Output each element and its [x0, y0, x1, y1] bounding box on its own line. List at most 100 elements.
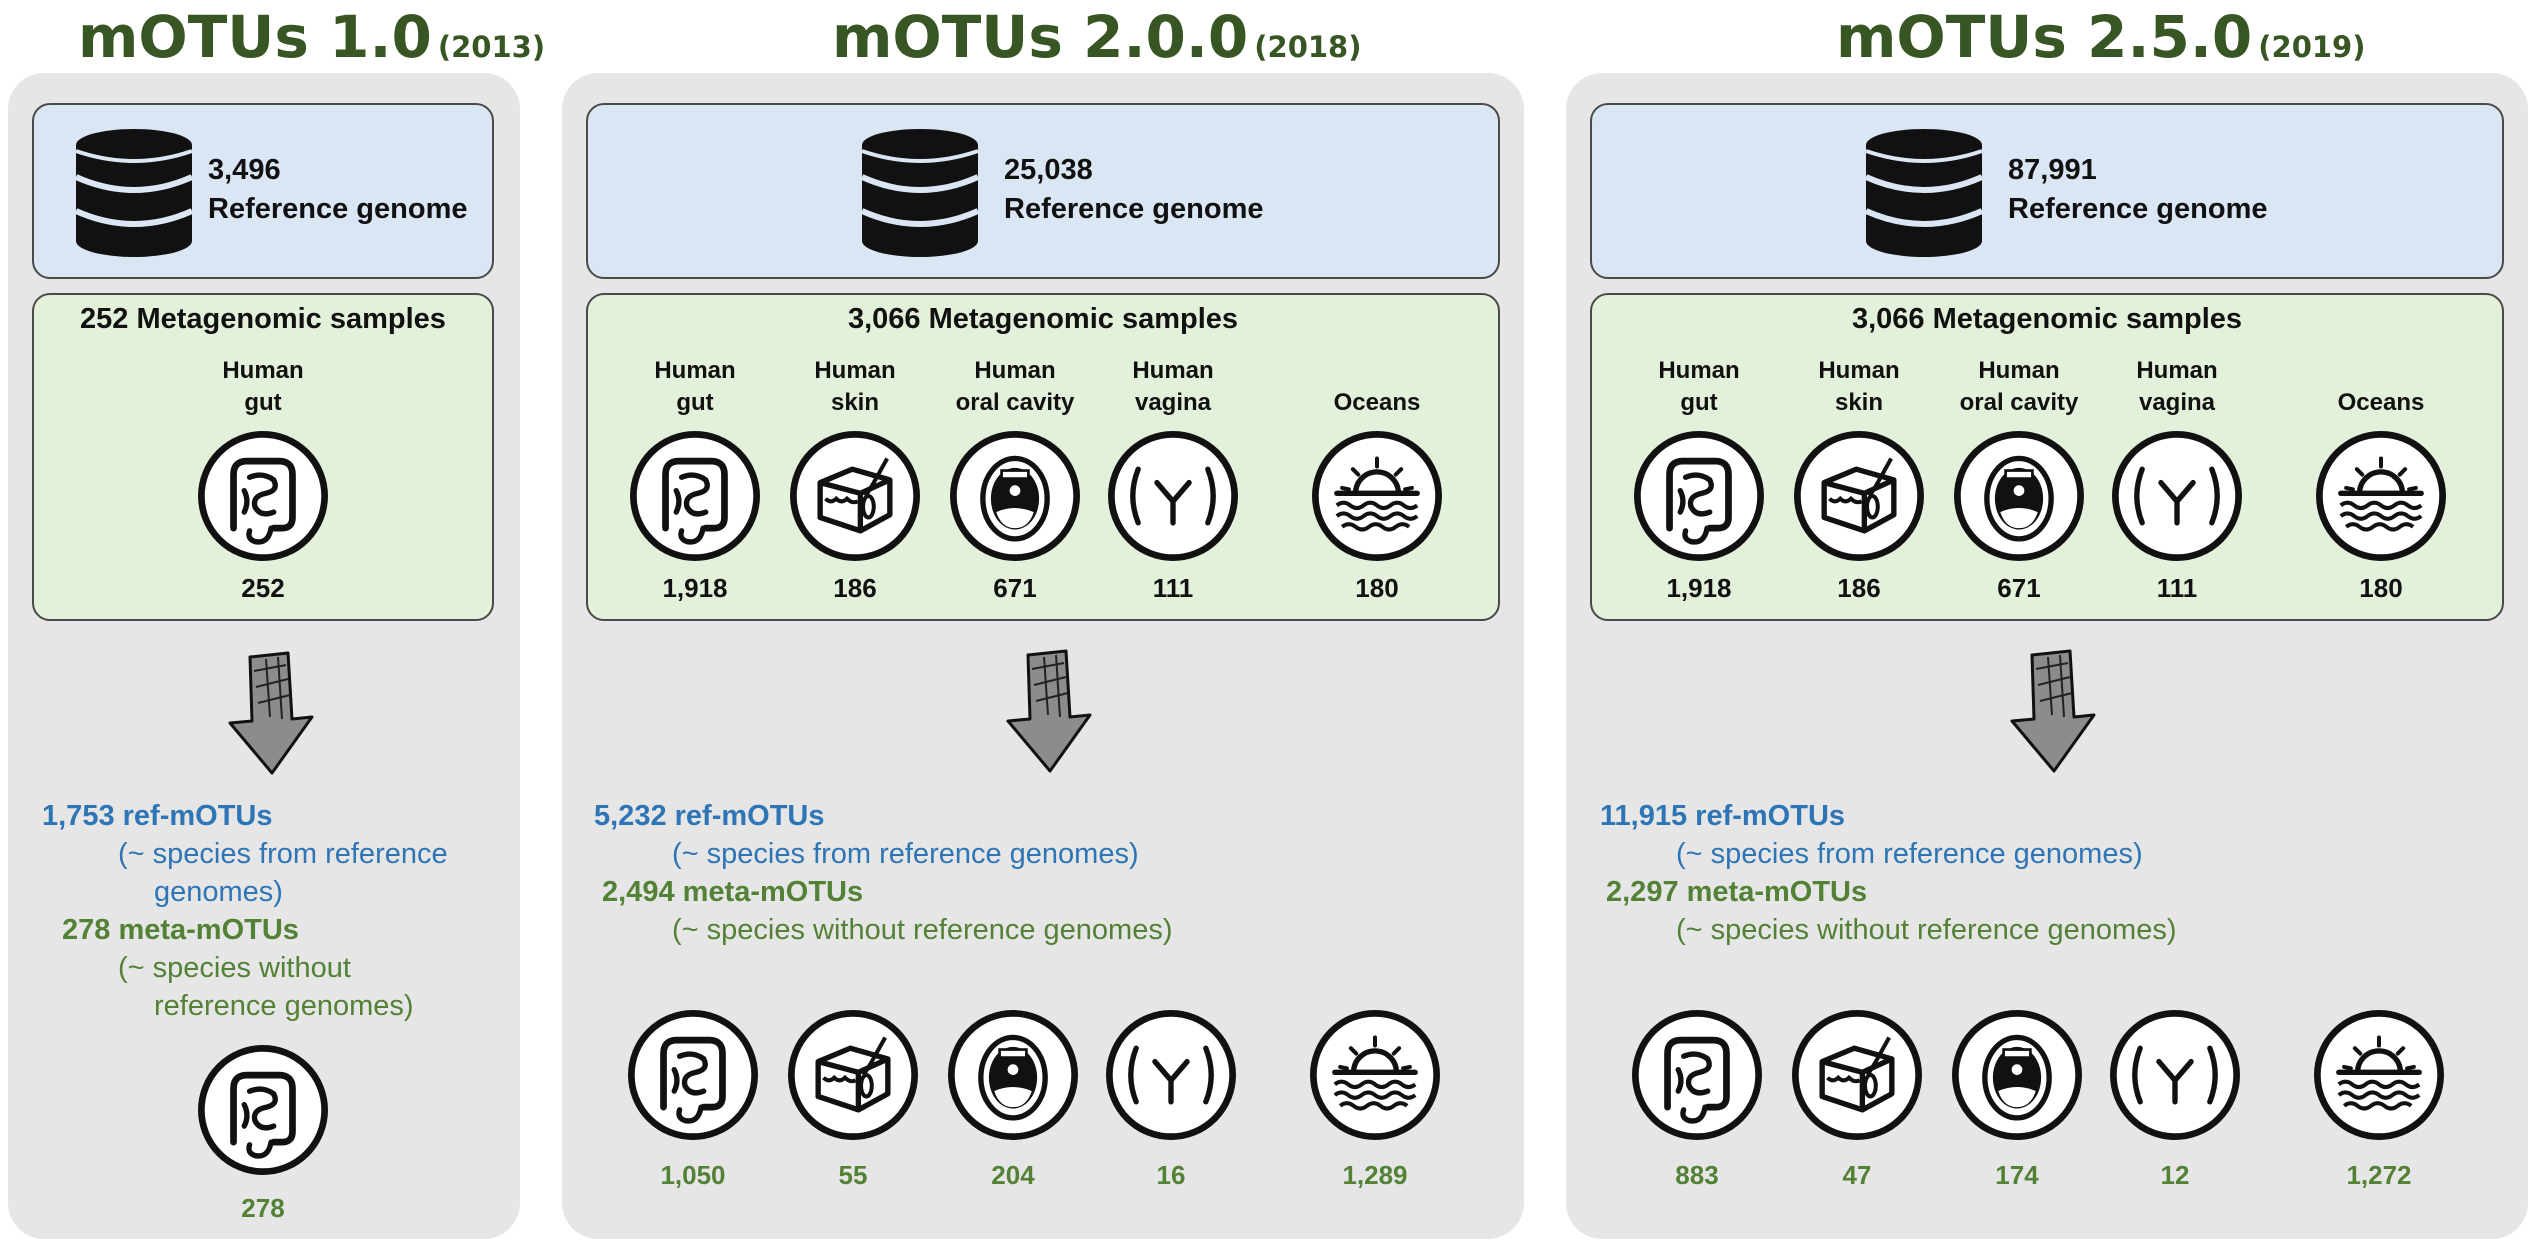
skin-icon: [1790, 1008, 1924, 1142]
vagina-icon: [1106, 429, 1240, 563]
reference-genome-box: 3,496 Reference genome: [32, 103, 494, 279]
habitat-label: Human gut: [222, 357, 304, 416]
sample-count: 671: [1997, 573, 2041, 603]
ref-motus-desc-cont: genomes): [154, 876, 283, 908]
genome-count: 87,991: [2008, 154, 2097, 186]
genome-label: Reference genome: [1004, 193, 1264, 225]
sample-count: 111: [2156, 573, 2198, 603]
habitat-oceans: Oceans 180: [2296, 355, 2466, 615]
version-title-2: mOTUs 2.0.0(2018): [832, 2, 1362, 72]
sample-count: 671: [993, 573, 1037, 603]
sample-count: 180: [2359, 573, 2403, 603]
database-icon: [1864, 127, 1984, 257]
genome-label: Reference genome: [2008, 193, 2268, 225]
habitat-gut: Human gut 252: [178, 355, 348, 615]
gut-icon: [1632, 429, 1766, 563]
genome-count: 25,038: [1004, 154, 1093, 186]
meta-motus-desc: (~ species without reference genomes): [672, 914, 1173, 946]
ocean-icon: [2314, 429, 2448, 563]
meta-motus-desc: (~ species without reference genomes): [1676, 914, 2177, 946]
genome-label: Reference genome: [208, 193, 468, 225]
samples-title: 252 Metagenomic samples: [80, 303, 446, 335]
meta-motus-count: 278 meta-mOTUs: [62, 914, 299, 946]
version-year: (2013): [437, 30, 546, 64]
meta-habitat-oceans: 1,272: [2294, 1008, 2464, 1198]
samples-title: 3,066 Metagenomic samples: [847, 303, 1239, 335]
reference-genome-text: 3,496 Reference genome: [208, 151, 468, 229]
down-arrow-icon: [226, 651, 316, 777]
genome-count: 3,496: [208, 154, 281, 186]
vagina-icon: [2108, 1008, 2242, 1142]
meta-motus-habitat-count: 1,050: [660, 1160, 726, 1190]
meta-motus-habitat-count: 47: [1842, 1160, 1872, 1190]
meta-motus-habitat-count: 1,289: [1342, 1160, 1408, 1190]
reference-genome-text: 87,991 Reference genome: [2008, 151, 2268, 229]
meta-habitat-gut: 278: [178, 1043, 348, 1233]
ref-motus-count: 5,232 ref-mOTUs: [594, 800, 825, 832]
mouth-icon: [946, 1008, 1080, 1142]
version-name: mOTUs 2.0.0: [832, 3, 1249, 71]
gut-icon: [628, 429, 762, 563]
samples-title: 3,066 Metagenomic samples: [1851, 303, 2243, 335]
version-year: (2018): [1254, 30, 1362, 64]
gut-icon: [196, 1043, 330, 1177]
database-icon: [860, 127, 980, 257]
ref-motus-count: 1,753 ref-mOTUs: [42, 800, 273, 832]
mouth-icon: [1952, 429, 2086, 563]
ref-motus-count: 11,915 ref-mOTUs: [1600, 800, 1846, 832]
meta-habitat-vagina: 16: [1086, 1008, 1256, 1198]
meta-motus-habitat-count: 55: [838, 1160, 868, 1190]
gut-icon: [196, 429, 330, 563]
meta-habitat-gut: 1,050: [608, 1008, 778, 1198]
gut-icon: [626, 1008, 760, 1142]
down-arrow-icon: [2008, 649, 2098, 775]
meta-motus-desc: (~ species without: [118, 952, 351, 984]
ocean-icon: [1310, 429, 1444, 563]
ref-motus-desc: (~ species from reference: [118, 838, 448, 870]
habitat-oceans: Oceans 180: [1292, 355, 1462, 615]
version-panel-2: 25,038 Reference genome 3,066 Metagenomi…: [562, 73, 1524, 1239]
sample-count: 180: [1355, 573, 1399, 603]
reference-genome-text: 25,038 Reference genome: [1004, 151, 1264, 229]
version-title-1: mOTUs 1.0(2013): [78, 2, 545, 72]
meta-habitat-oral-cavity: 174: [1932, 1008, 2102, 1198]
ref-motus-desc: (~ species from reference genomes): [672, 838, 1139, 870]
mouth-icon: [948, 429, 1082, 563]
version-name: mOTUs 1.0: [78, 3, 432, 71]
meta-habitat-vagina: 12: [2090, 1008, 2260, 1198]
sample-count: 1,918: [1666, 573, 1732, 603]
skin-icon: [786, 1008, 920, 1142]
meta-habitat-oceans: 1,289: [1290, 1008, 1460, 1198]
version-panel-3: 87,991 Reference genome 3,066 Metagenomi…: [1566, 73, 2528, 1239]
sample-count: 186: [1837, 573, 1881, 603]
version-panel-1: 3,496 Reference genome 252 Metagenomic s…: [8, 73, 520, 1239]
skin-icon: [788, 429, 922, 563]
database-icon: [74, 127, 194, 257]
sample-count: 111: [1152, 573, 1194, 603]
meta-motus-habitat-count: 278: [241, 1193, 285, 1223]
vagina-icon: [2110, 429, 2244, 563]
version-year: (2019): [2258, 30, 2366, 64]
reference-genome-box: 25,038 Reference genome: [586, 103, 1500, 279]
meta-motus-habitat-count: 1,272: [2346, 1160, 2412, 1190]
down-arrow-icon: [1004, 649, 1094, 775]
meta-motus-habitat-count: 12: [2160, 1160, 2190, 1190]
meta-motus-habitat-count: 204: [991, 1160, 1035, 1190]
sample-count: 1,918: [662, 573, 728, 603]
ocean-icon: [1308, 1008, 1442, 1142]
gut-icon: [1630, 1008, 1764, 1142]
ref-motus-desc: (~ species from reference genomes): [1676, 838, 2143, 870]
vagina-icon: [1104, 1008, 1238, 1142]
version-title-3: mOTUs 2.5.0(2019): [1836, 2, 2366, 72]
meta-motus-habitat-count: 174: [1995, 1160, 2039, 1190]
meta-habitat-oral-cavity: 204: [928, 1008, 1098, 1198]
